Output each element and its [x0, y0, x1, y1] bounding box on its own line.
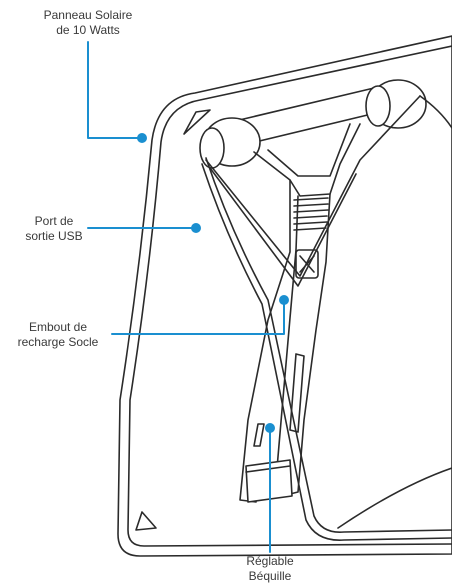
callout-dot-solar-panel [137, 133, 147, 143]
label-solar-panel-line1: Panneau Solaire [43, 8, 133, 22]
corner-bottom-left [135, 511, 157, 531]
label-kickstand: Réglable Béquille [236, 554, 304, 584]
slot-long [289, 353, 305, 433]
callout-dot-kickstand [265, 423, 275, 433]
label-solar-panel: Panneau Solaire de 10 Watts [34, 8, 142, 38]
label-charging-tip-line2: recharge Socle [17, 335, 99, 349]
callout-line-charging-tip [111, 301, 285, 335]
label-kickstand-line2: Béquille [248, 569, 292, 583]
grip-ridges [293, 197, 329, 231]
strut-housing [239, 179, 291, 503]
callout-dot-charging-tip [279, 295, 289, 305]
label-usb-port: Port de sortie USB [20, 214, 88, 244]
callout-dot-usb-port [191, 223, 201, 233]
panel-rim [127, 45, 452, 547]
slot-short [253, 423, 265, 447]
y-bracket [253, 123, 361, 197]
callout-line-solar-panel [87, 41, 141, 139]
label-kickstand-line1: Réglable [246, 554, 294, 568]
corner-top-left [183, 109, 211, 135]
label-charging-tip-line1: Embout de [28, 320, 88, 334]
label-charging-tip: Embout de recharge Socle [4, 320, 112, 350]
label-usb-port-line2: sortie USB [25, 229, 83, 243]
label-solar-panel-line2: de 10 Watts [56, 23, 120, 37]
label-usb-port-line1: Port de [34, 214, 74, 228]
kickstand-wire [205, 157, 452, 533]
